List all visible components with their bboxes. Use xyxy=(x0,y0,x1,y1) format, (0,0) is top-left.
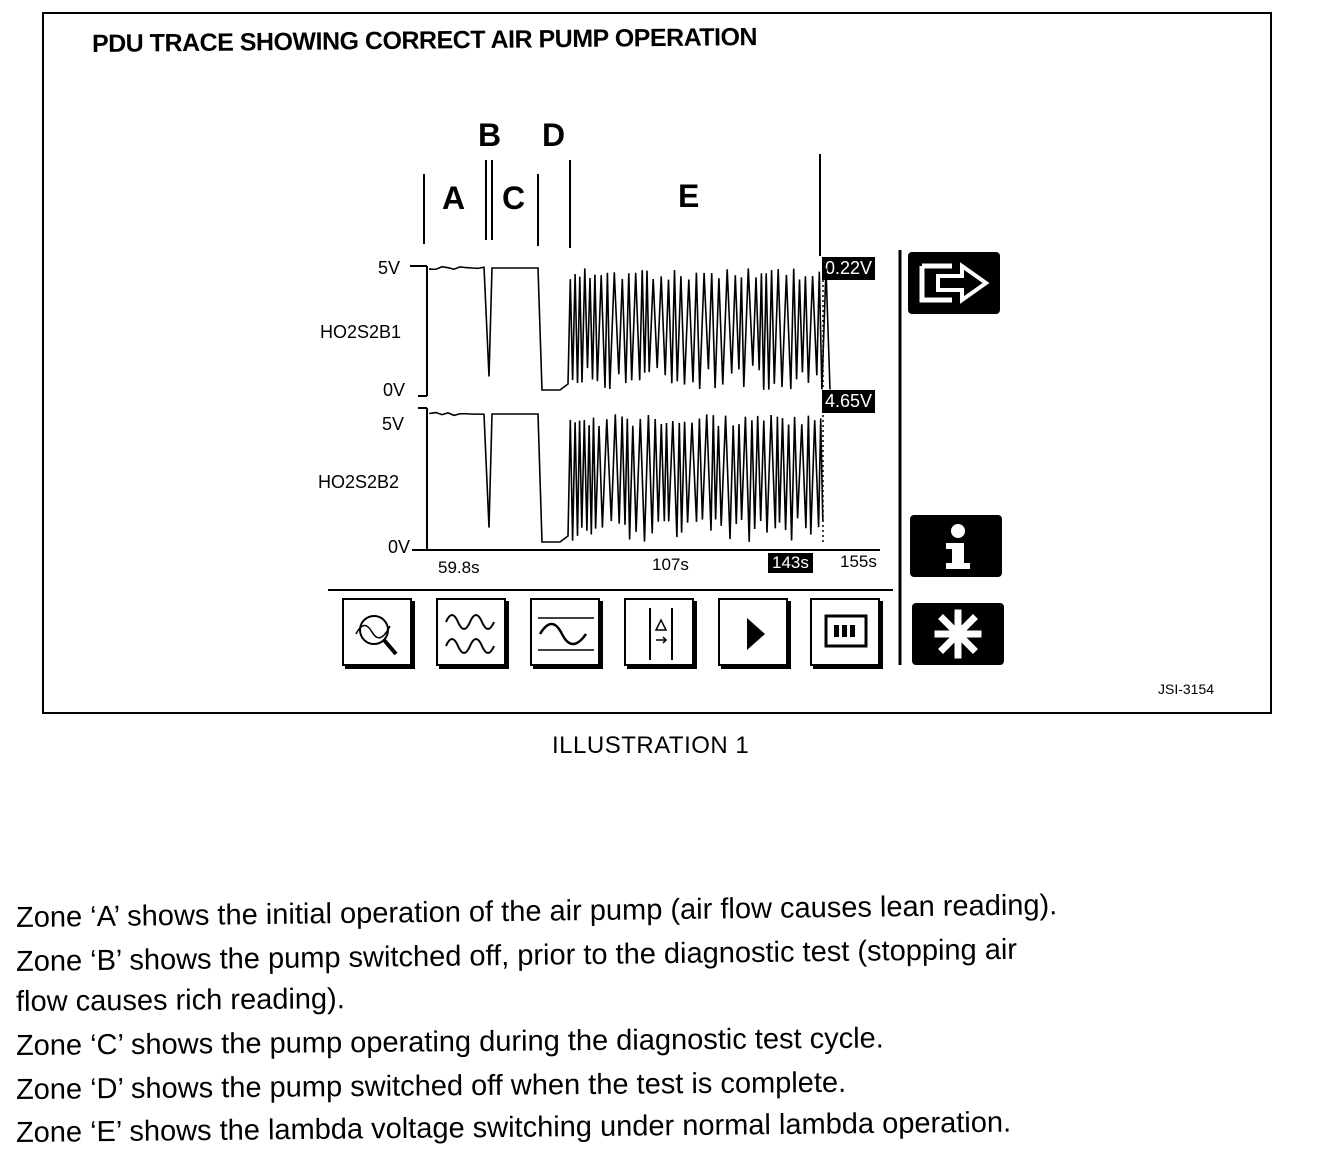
time-end-label: 155s xyxy=(840,552,877,571)
zoom-trace-button[interactable] xyxy=(342,598,412,666)
delta-cursor-button[interactable] xyxy=(624,598,694,666)
illustration-frame xyxy=(42,12,1272,714)
display-mode-icon xyxy=(824,614,868,648)
zone-b-description-continued: flow causes rich reading). xyxy=(15,983,345,1018)
channel2-readout: 4.65V xyxy=(822,390,876,413)
exit-button[interactable] xyxy=(908,252,1000,314)
info-button[interactable] xyxy=(910,515,1002,577)
play-icon xyxy=(747,618,765,650)
channel2-name: HO2S2B2 xyxy=(318,472,400,492)
dual-waveform-icon xyxy=(445,614,495,654)
single-waveform-icon xyxy=(538,617,594,651)
display-mode-button[interactable] xyxy=(810,598,880,666)
illustration-caption: ILLUSTRATION 1 xyxy=(552,732,750,759)
channel2-bottom-label: 0V xyxy=(388,537,411,557)
exit-icon xyxy=(919,262,990,304)
zone-label-b: B xyxy=(478,117,502,153)
dual-waveform-button[interactable] xyxy=(436,598,506,666)
single-waveform-button[interactable] xyxy=(530,598,600,666)
time-start-label: 59.8s xyxy=(438,558,480,577)
channel1-readout: 0.22V xyxy=(822,257,876,280)
channel2-trace xyxy=(429,411,824,543)
reference-code: JSI-3154 xyxy=(1158,681,1215,697)
time-cursor-label: 143s xyxy=(768,553,813,573)
channel1-name: HO2S2B1 xyxy=(320,322,402,342)
channel1-trace xyxy=(429,265,831,391)
zone-label-c: C xyxy=(502,180,526,216)
zoom-trace-icon xyxy=(355,615,398,656)
channel1-top-label: 5V xyxy=(378,258,401,278)
asterisk-button[interactable] xyxy=(912,603,1004,665)
zone-label-e: E xyxy=(678,178,700,214)
channel2-top-label: 5V xyxy=(382,414,405,434)
time-mid-label: 107s xyxy=(652,555,689,574)
zone-label-a: A xyxy=(442,180,466,216)
info-icon xyxy=(946,524,970,569)
play-button[interactable] xyxy=(718,598,788,666)
zone-label-d: D xyxy=(542,117,566,153)
channel1-bottom-label: 0V xyxy=(383,380,406,400)
delta-cursor-icon xyxy=(649,608,673,660)
asterisk-icon xyxy=(934,609,982,659)
